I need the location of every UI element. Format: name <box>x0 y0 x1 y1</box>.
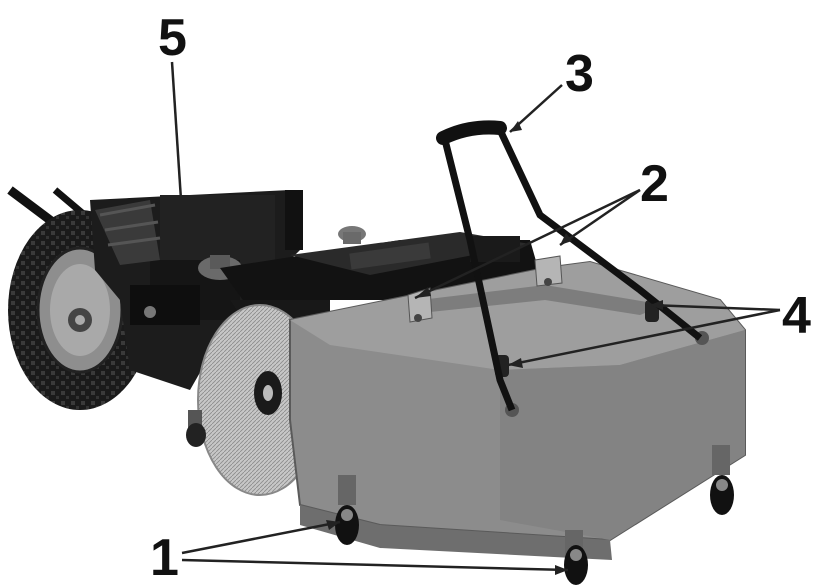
sweeper-housing <box>289 255 746 560</box>
leader-2b <box>559 188 641 247</box>
callout-2: 2 <box>640 155 669 213</box>
leader-1b <box>181 558 569 572</box>
caster-wheels <box>186 410 734 585</box>
drive-wheel <box>8 210 152 410</box>
engine-body <box>90 190 303 390</box>
leader-4b <box>507 308 781 367</box>
callout-4: 4 <box>782 287 811 345</box>
lift-handle <box>436 120 703 412</box>
leader-5 <box>170 61 184 216</box>
callout-5: 5 <box>158 9 187 67</box>
leader-arrowheads <box>326 121 663 575</box>
leader-4a <box>649 303 781 312</box>
callout-1: 1 <box>150 529 179 586</box>
callout-3: 3 <box>565 45 594 103</box>
leader-1a <box>181 520 341 555</box>
leader-2a <box>414 188 641 300</box>
